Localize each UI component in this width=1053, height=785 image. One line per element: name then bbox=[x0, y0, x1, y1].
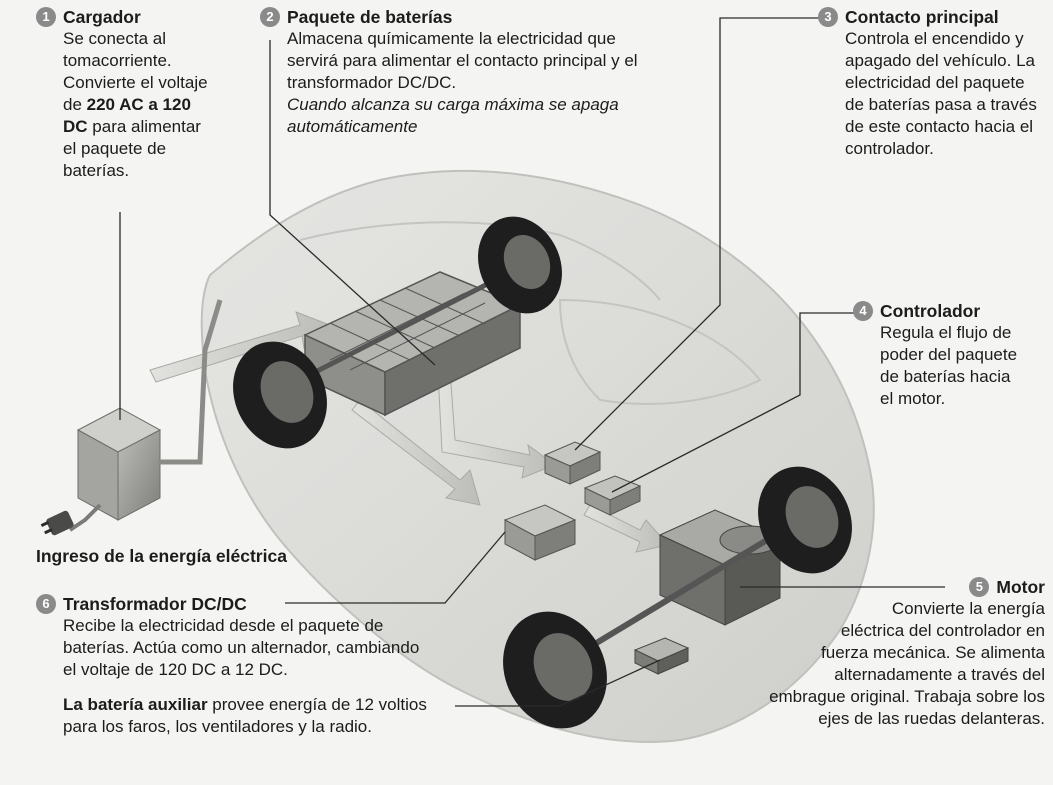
callout-transformer-body: Recibe la electricidad desde el paquete … bbox=[63, 615, 456, 681]
tire-rear-right bbox=[478, 216, 562, 314]
charger-text-span: de bbox=[63, 95, 87, 114]
tire-front-left bbox=[503, 611, 607, 729]
leader-transformer bbox=[285, 531, 506, 604]
callout-battery-pack-body: Almacena químicamente la electricidad qu… bbox=[287, 28, 700, 138]
callout-transformer-title: Transformador DC/DC bbox=[63, 594, 247, 614]
tire-rear-left bbox=[233, 341, 327, 449]
controller-text-line: Regula el flujo de bbox=[880, 323, 1012, 342]
main-contactor-text-line: Controla el encendido y bbox=[845, 29, 1024, 48]
number-badge-4: 4 bbox=[853, 301, 873, 321]
battery-pack-text-line: servirá para alimentar el contacto princ… bbox=[287, 51, 638, 70]
auxiliary-battery-note: La batería auxiliar provee energía de 12… bbox=[63, 694, 463, 738]
main-contactor-text-line: controlador. bbox=[845, 139, 934, 158]
battery-pack-italic-line: automáticamente bbox=[287, 116, 700, 138]
leader-lines bbox=[119, 17, 945, 707]
tire-front-right bbox=[758, 466, 852, 574]
number-badge-5: 5 bbox=[969, 577, 990, 597]
charger-cable bbox=[158, 299, 223, 465]
callout-transformer: 6 Transformador DC/DC Recibe la electric… bbox=[36, 593, 456, 681]
battery-pack-italic-text: automáticamente bbox=[287, 117, 418, 136]
controller-text-line: de baterías hacia bbox=[880, 367, 1011, 386]
power-cord bbox=[68, 503, 102, 532]
charger-text-line: baterías. bbox=[63, 161, 130, 180]
leader-main-contactor bbox=[574, 17, 822, 451]
battery-pack-italic-line: Cuando alcanza su carga máxima se apaga bbox=[287, 94, 700, 116]
callout-main-contactor: 3 Contacto principal Controla el encendi… bbox=[818, 6, 1053, 160]
callout-controller-heading: 4 Controlador bbox=[853, 300, 1048, 322]
callout-battery-pack: 2 Paquete de baterías Almacena químicame… bbox=[260, 6, 700, 138]
callout-charger-heading: 1 Cargador bbox=[36, 6, 286, 28]
callout-motor-heading: 5 Motor bbox=[730, 576, 1045, 598]
main-contactor bbox=[543, 441, 602, 485]
main-contactor-text-line: apagado del vehículo. La bbox=[845, 51, 1035, 70]
charger-dc-bold: DC bbox=[63, 117, 88, 136]
battery-pack-text-line: transformador DC/DC. bbox=[287, 73, 457, 92]
number-badge-6: 6 bbox=[36, 594, 56, 614]
motor-text-line: alternadamente a través del bbox=[834, 665, 1045, 684]
leader-controller bbox=[611, 312, 855, 493]
callout-charger-title: Cargador bbox=[63, 7, 141, 27]
aux-battery-bold: La batería auxiliar bbox=[63, 695, 208, 714]
transformer-text-line: Recibe la electricidad desde el paquete … bbox=[63, 616, 384, 635]
charger-text-line: tomacorriente. bbox=[63, 51, 172, 70]
main-contactor-text-line: de este contacto hacia el bbox=[845, 117, 1034, 136]
charger-voltage-bold: 220 AC a 120 bbox=[86, 95, 191, 114]
number-badge-2: 2 bbox=[260, 7, 280, 27]
charger-text-span: para alimentar bbox=[87, 117, 201, 136]
charger-text-line: de 220 AC a 120 bbox=[63, 94, 286, 116]
callout-main-contactor-heading: 3 Contacto principal bbox=[818, 6, 1053, 28]
energy-input-label: Ingreso de la energía eléctrica bbox=[36, 546, 287, 566]
callout-battery-pack-heading: 2 Paquete de baterías bbox=[260, 6, 700, 28]
callout-charger-body: Se conecta al tomacorriente. Convierte e… bbox=[63, 28, 286, 182]
callout-charger: 1 Cargador Se conecta al tomacorriente. … bbox=[36, 6, 286, 182]
plug-icon bbox=[40, 510, 74, 536]
main-contactor-text-line: de baterías pasa a través bbox=[845, 95, 1037, 114]
battery-pack-italic-text: Cuando alcanza su carga máxima se apaga bbox=[287, 95, 619, 114]
callout-main-contactor-title: Contacto principal bbox=[845, 7, 999, 27]
transformer-text-line: baterías. Actúa como un alternador, camb… bbox=[63, 638, 420, 657]
leader-aux-battery bbox=[455, 659, 661, 707]
auxiliary-battery bbox=[633, 637, 690, 675]
windshield-outline bbox=[558, 298, 762, 405]
aux-battery-line: para los faros, los ventiladores y la ra… bbox=[63, 717, 372, 736]
motor-text-line: eléctrica del controlador en bbox=[840, 621, 1045, 640]
number-badge-1: 1 bbox=[36, 7, 56, 27]
motor-text-line: Convierte la energía bbox=[891, 599, 1045, 618]
callout-controller: 4 Controlador Regula el flujo de poder d… bbox=[853, 300, 1048, 410]
charger-text-line: Convierte el voltaje bbox=[63, 73, 208, 92]
energy-flow-arrows bbox=[149, 311, 669, 553]
callout-transformer-heading: 6 Transformador DC/DC bbox=[36, 593, 456, 615]
charger-box bbox=[76, 407, 162, 521]
main-contactor-text-line: electricidad del paquete bbox=[845, 73, 1025, 92]
callout-battery-pack-title: Paquete de baterías bbox=[287, 7, 453, 27]
motor-text-line: embrague original. Trabaja sobre los bbox=[769, 687, 1045, 706]
dcdc-transformer bbox=[503, 504, 577, 561]
controller-unit bbox=[583, 475, 642, 516]
rear-axle bbox=[278, 267, 517, 393]
callout-controller-body: Regula el flujo de poder del paquete de … bbox=[880, 322, 1048, 410]
transformer-text-line: el voltaje de 120 DC a 12 DC. bbox=[63, 660, 288, 679]
aux-battery-line: La batería auxiliar provee energía de 12… bbox=[63, 694, 463, 716]
charger-text-line: el paquete de bbox=[63, 139, 167, 158]
leader-battery-pack bbox=[269, 40, 436, 366]
controller-text-line: el motor. bbox=[880, 389, 946, 408]
callout-motor-title: Motor bbox=[996, 577, 1045, 597]
callout-motor-body: Convierte la energía eléctrica del contr… bbox=[730, 598, 1045, 730]
controller-text-line: poder del paquete bbox=[880, 345, 1018, 364]
callout-motor: 5 Motor Convierte la energía eléctrica d… bbox=[730, 576, 1045, 730]
front-axle bbox=[558, 517, 802, 668]
number-badge-3: 3 bbox=[818, 7, 838, 27]
charger-text-line: Se conecta al bbox=[63, 29, 167, 48]
motor-text-line: ejes de las ruedas delanteras. bbox=[818, 709, 1045, 728]
charger-text-line: DC para alimentar bbox=[63, 116, 286, 138]
battery-pack-text-line: Almacena químicamente la electricidad qu… bbox=[287, 29, 616, 48]
aux-battery-text: provee energía de 12 voltios bbox=[207, 695, 427, 714]
callout-main-contactor-body: Controla el encendido y apagado del vehí… bbox=[845, 28, 1053, 160]
motor-text-line: fuerza mecánica. Se alimenta bbox=[821, 643, 1045, 662]
callout-controller-title: Controlador bbox=[880, 301, 981, 321]
